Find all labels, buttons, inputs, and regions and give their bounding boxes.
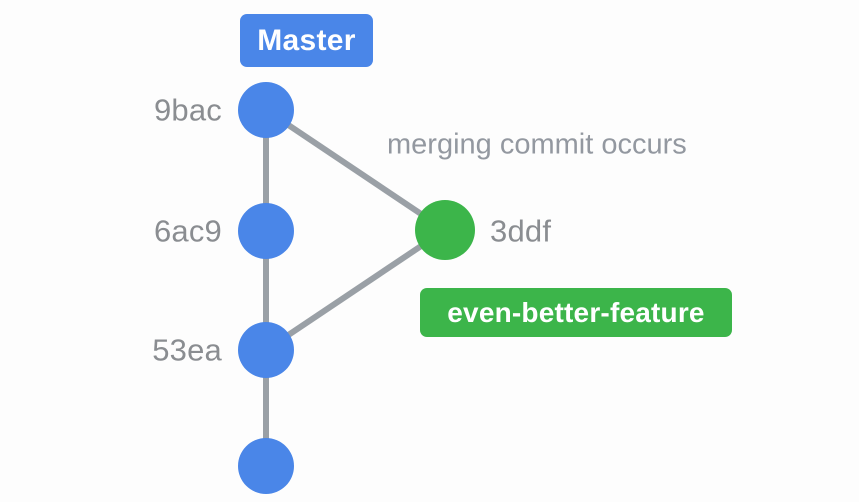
commit-node-6ac9[interactable]: [238, 203, 294, 259]
commit-label-6ac9: 6ac9: [153, 213, 222, 249]
feature-branch-badge[interactable]: even-better-feature: [420, 288, 732, 337]
graph-nodes: [238, 82, 475, 494]
commit-node-bottom[interactable]: [238, 438, 294, 494]
master-branch-badge[interactable]: Master: [240, 14, 373, 67]
commit-node-3ddf[interactable]: [415, 200, 475, 260]
merge-annotation: merging commit occurs: [387, 128, 687, 161]
graph-edges: [263, 107, 447, 466]
commit-label-53ea: 53ea: [152, 332, 222, 368]
commit-label-3ddf: 3ddf: [490, 213, 552, 249]
edge-53ea-to-3ddf-branch: [264, 227, 447, 353]
commit-node-9bac[interactable]: [238, 82, 294, 138]
commit-label-9bac: 9bac: [153, 92, 222, 128]
edge-9bac-to-3ddf-merge: [264, 107, 447, 233]
commit-node-53ea[interactable]: [238, 322, 294, 378]
